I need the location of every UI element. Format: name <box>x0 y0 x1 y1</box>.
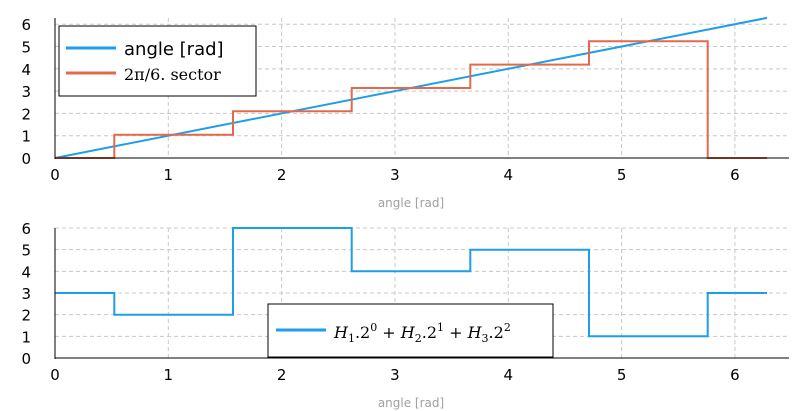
bottom-chart-ticks: 0 1 2 3 4 5 6 0 1 2 3 4 5 6 <box>21 220 739 384</box>
y-tick-label: 5 <box>21 39 31 57</box>
x-tick-label: 1 <box>164 366 174 384</box>
y-tick-label: 6 <box>21 220 31 238</box>
y-tick-label: 0 <box>21 150 31 168</box>
series-line-2-1 <box>55 227 767 338</box>
top-chart-ticks: 0 1 2 3 4 5 6 0 1 2 3 4 5 6 <box>21 16 739 184</box>
top-chart-series <box>54 16 768 159</box>
y-tick-label: 1 <box>21 328 31 346</box>
top-chart-panel: 0 1 2 3 4 5 6 0 1 2 3 4 5 6 angle [rad] angle [rad] 2… <box>21 16 789 210</box>
x-tick-label: 4 <box>503 366 513 384</box>
top-chart-x-axis-label: angle [rad] <box>378 196 444 210</box>
legend-label-hsum: H1.20 + H2.21 + H3.22 <box>333 321 511 345</box>
y-tick-label: 2 <box>21 105 31 123</box>
x-tick-label: 0 <box>50 366 60 384</box>
bottom-chart-legend: H1.20 + H2.21 + H3.22 <box>267 303 554 358</box>
y-tick-label: 3 <box>21 285 31 303</box>
y-tick-label: 4 <box>21 263 31 281</box>
x-tick-label: 3 <box>390 166 400 184</box>
x-tick-label: 4 <box>503 166 513 184</box>
legend-label-angle: angle [rad] <box>124 39 224 60</box>
bottom-chart-panel: 0 1 2 3 4 5 6 0 1 2 3 4 5 6 angle [rad] H1.20 + H2.21… <box>21 220 789 410</box>
top-legend-box <box>58 25 257 97</box>
x-tick-label: 2 <box>277 366 287 384</box>
x-tick-label: 5 <box>617 366 627 384</box>
x-tick-label: 6 <box>730 366 740 384</box>
y-tick-label: 4 <box>21 61 31 79</box>
x-tick-label: 5 <box>617 166 627 184</box>
y-tick-label: 5 <box>21 242 31 260</box>
top-chart-legend: angle [rad] 2π/6. sector <box>58 25 257 97</box>
bottom-chart-x-axis-label: angle [rad] <box>378 396 444 410</box>
y-tick-label: 2 <box>21 307 31 325</box>
y-tick-label: 6 <box>21 16 31 34</box>
x-tick-label: 2 <box>277 166 287 184</box>
series-line-1-2 <box>55 40 767 159</box>
y-tick-label: 1 <box>21 128 31 146</box>
x-tick-label: 6 <box>730 166 740 184</box>
top-chart-axes <box>54 18 789 159</box>
y-tick-label: 3 <box>21 83 31 101</box>
bottom-chart-axes <box>54 228 789 359</box>
bottom-chart-series <box>55 227 767 338</box>
y-tick-label: 0 <box>21 350 31 368</box>
x-tick-label: 3 <box>390 366 400 384</box>
legend-label-sector: 2π/6. sector <box>124 65 221 84</box>
x-tick-label: 1 <box>164 166 174 184</box>
x-tick-label: 0 <box>50 166 60 184</box>
